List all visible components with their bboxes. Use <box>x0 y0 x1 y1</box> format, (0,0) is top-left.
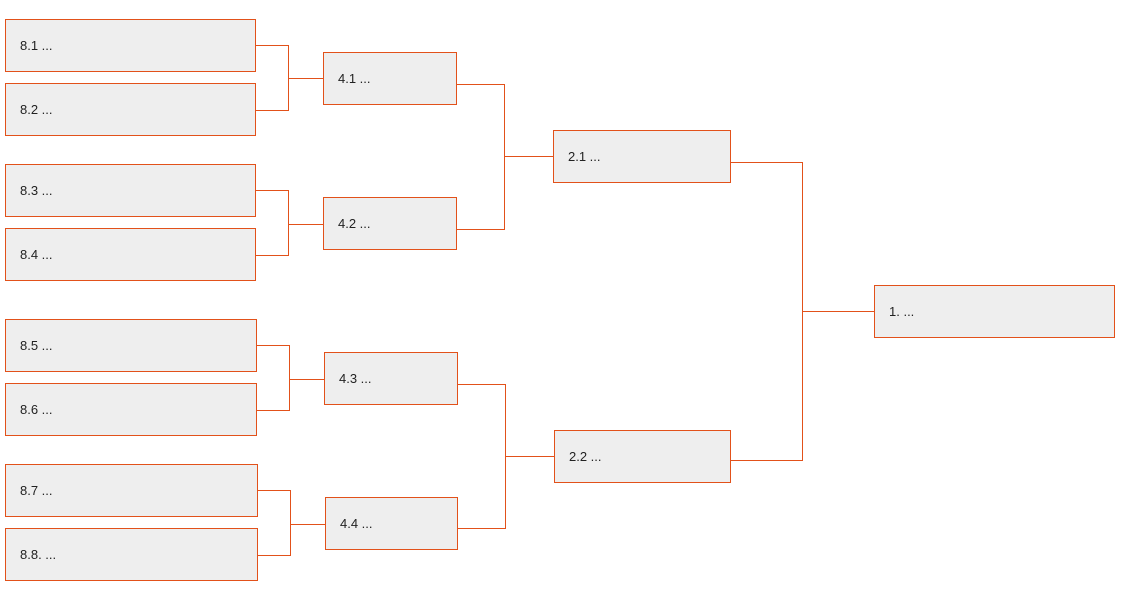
bracket-slot-8-6[interactable]: 8.6 ... <box>5 383 257 436</box>
connector-4-3-4-4-to-2-2 <box>458 384 554 529</box>
connector-8-1-8-2-to-4-1 <box>256 45 323 111</box>
bracket-slot-8-1[interactable]: 8.1 ... <box>5 19 256 72</box>
connector-2-1-2-2-to-final <box>731 162 874 461</box>
connector-8-7-8-8-to-4-4 <box>258 490 325 556</box>
slot-label: 1. ... <box>889 304 915 319</box>
bracket-slot-8-3[interactable]: 8.3 ... <box>5 164 256 217</box>
connector-8-3-8-4-to-4-2 <box>256 190 323 256</box>
bracket-slot-final[interactable]: 1. ... <box>874 285 1115 338</box>
bracket-slot-4-1[interactable]: 4.1 ... <box>323 52 457 105</box>
slot-label: 8.6 ... <box>20 402 53 417</box>
slot-label: 4.1 ... <box>338 71 371 86</box>
bracket-slot-2-1[interactable]: 2.1 ... <box>553 130 731 183</box>
connector-8-5-8-6-to-4-3 <box>257 345 324 411</box>
slot-label: 8.4 ... <box>20 247 53 262</box>
slot-label: 2.1 ... <box>568 149 601 164</box>
bracket-slot-4-4[interactable]: 4.4 ... <box>325 497 458 550</box>
bracket-slot-4-2[interactable]: 4.2 ... <box>323 197 457 250</box>
slot-label: 8.7 ... <box>20 483 53 498</box>
bracket-slot-2-2[interactable]: 2.2 ... <box>554 430 731 483</box>
slot-label: 8.5 ... <box>20 338 53 353</box>
slot-label: 8.1 ... <box>20 38 53 53</box>
connector-4-1-4-2-to-2-1 <box>457 84 553 230</box>
slot-label: 2.2 ... <box>569 449 602 464</box>
bracket-slot-8-4[interactable]: 8.4 ... <box>5 228 256 281</box>
slot-label: 4.2 ... <box>338 216 371 231</box>
bracket-slot-8-8[interactable]: 8.8. ... <box>5 528 258 581</box>
slot-label: 4.3 ... <box>339 371 372 386</box>
bracket-slot-8-7[interactable]: 8.7 ... <box>5 464 258 517</box>
slot-label: 8.8. ... <box>20 547 57 562</box>
slot-label: 4.4 ... <box>340 516 373 531</box>
bracket-slot-8-5[interactable]: 8.5 ... <box>5 319 257 372</box>
bracket-slot-8-2[interactable]: 8.2 ... <box>5 83 256 136</box>
slot-label: 8.3 ... <box>20 183 53 198</box>
bracket-slot-4-3[interactable]: 4.3 ... <box>324 352 458 405</box>
slot-label: 8.2 ... <box>20 102 53 117</box>
